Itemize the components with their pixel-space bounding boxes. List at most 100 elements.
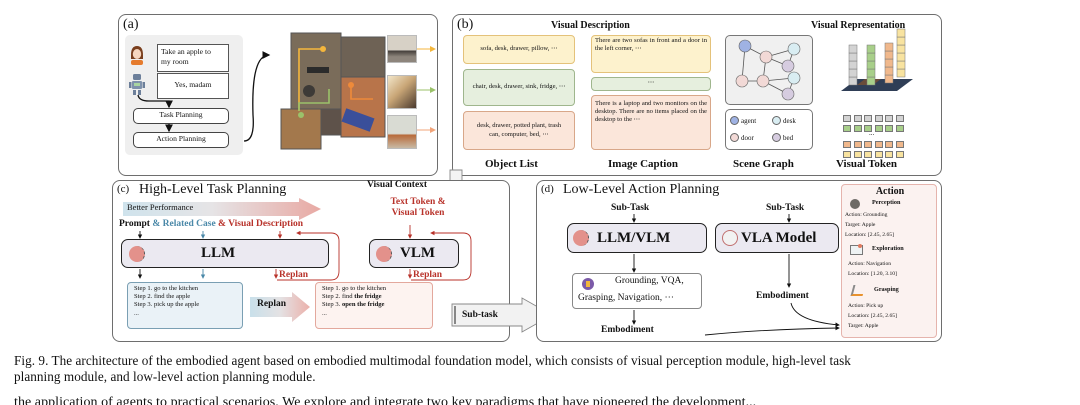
action-planning-box: Action Planning <box>133 132 229 148</box>
graph-node-bed <box>781 59 795 73</box>
panel-c-label: (c) <box>117 183 130 195</box>
token-cube <box>896 60 906 70</box>
token-cube <box>848 44 858 54</box>
token-square <box>853 115 862 122</box>
replan-label-vlm: Replan <box>413 270 443 280</box>
token-square <box>853 141 862 148</box>
woman-avatar-icon <box>129 45 145 65</box>
token-square <box>895 125 904 132</box>
body-text-line: the application of agents to practical s… <box>14 395 757 405</box>
panel-c: (c) High-Level Task Planning Visual Cont… <box>112 180 510 342</box>
action-group-perception: Perception <box>872 199 901 206</box>
step-line: Step 1. go to the kitchen <box>134 285 199 292</box>
task-planning-box: Task Planning <box>133 108 229 124</box>
step-line: ... <box>322 309 327 317</box>
token-square <box>895 141 904 148</box>
text-visual-token-label: Text Token & Visual Token <box>390 197 446 218</box>
token-cube <box>848 76 858 86</box>
token-square <box>874 141 883 148</box>
graph-node-door <box>759 50 773 64</box>
room-photo-office <box>387 115 417 149</box>
legend-door: door <box>730 133 754 142</box>
action-box: Action Perception Action: Grounding Targ… <box>841 184 937 338</box>
panel-d-title: Low-Level Action Planning <box>563 182 720 197</box>
token-square <box>874 125 883 132</box>
image-caption-title: Image Caption <box>608 158 678 170</box>
room-photo-kitchen <box>387 75 417 109</box>
llm-vlm-label: LLM/VLM <box>597 229 671 246</box>
token-square <box>853 125 862 132</box>
token-square <box>895 151 904 158</box>
graph-node-desk <box>787 42 801 56</box>
panel-d: (d) Low-Level Action Planning Sub-Task S… <box>536 180 942 342</box>
step-line: Step 3. pick up the apple <box>134 301 200 309</box>
floor-plan-map <box>280 32 386 150</box>
room-photo-living <box>387 35 417 63</box>
llm-box: LLM <box>121 239 329 268</box>
sub-task-label-1: Sub-Task <box>611 203 650 213</box>
token-cube <box>866 76 876 86</box>
sub-task-label-2: Sub-Task <box>766 203 805 213</box>
robot-message: Yes, madam <box>174 80 212 89</box>
embodiment-label-2: Embodiment <box>756 291 809 301</box>
object-list-item: chair, desk, drawer, sink, fridge, ⋯ <box>463 69 575 106</box>
brain-icon <box>573 230 589 246</box>
token-cube <box>884 58 894 68</box>
action-line: Location: [2.45, 2.65] <box>848 313 897 319</box>
replanned-steps: Step 1. go to the kitchen Step 2. find t… <box>315 282 433 329</box>
token-cube <box>896 36 906 46</box>
action-line: Action: Grounding <box>845 212 888 218</box>
vla-robot-icon <box>722 230 738 246</box>
panel-a-label: (a) <box>123 17 139 32</box>
subtask-arrow <box>451 297 553 333</box>
token-square <box>885 115 893 122</box>
token-square <box>885 151 893 158</box>
panel-d-arrows <box>631 214 840 336</box>
token-cube <box>848 52 858 62</box>
scene-graph-legend: agent desk door bed <box>725 109 813 150</box>
image-caption-item: ⋯ <box>591 77 711 91</box>
robot-arm-icon <box>850 285 866 296</box>
object-list-item: sofa, desk, drawer, pillow, ⋯ <box>463 35 575 64</box>
skills-line2: Grasping, Navigation, ⋯ <box>578 293 675 303</box>
token-square <box>885 141 893 148</box>
token-cube <box>848 60 858 70</box>
graph-node-desk <box>787 71 801 85</box>
token-cube <box>896 28 906 38</box>
step-line: ... <box>134 309 139 317</box>
token-cube <box>866 68 876 78</box>
foundation-model-icon <box>582 278 594 290</box>
replan-arrow <box>250 292 310 322</box>
prompt-label: Prompt & Related Case & Visual Descripti… <box>119 219 304 229</box>
subtask-arrow-label: Sub-task <box>462 310 498 320</box>
token-square <box>885 125 893 132</box>
action-group-exploration: Exploration <box>872 245 904 252</box>
token-square <box>895 115 904 122</box>
brain-icon <box>376 245 392 262</box>
vlm-label: VLM <box>400 245 435 261</box>
step-line: Step 2. find the apple <box>134 293 191 301</box>
user-message-line1: Take an apple to <box>161 47 211 56</box>
skills-line1: Grounding, VQA, <box>615 276 684 286</box>
graph-node-door <box>735 74 749 88</box>
token-cube <box>884 50 894 60</box>
figure-caption-line2: planning module, and low-level action pl… <box>14 369 316 384</box>
replan-label-llm: Replan <box>279 270 309 280</box>
llm-vlm-box: LLM/VLM <box>567 223 707 253</box>
image-caption-item: There is a laptop and two monitors on th… <box>591 95 711 150</box>
map-icon <box>850 244 863 255</box>
token-ellipsis: ... <box>869 129 875 137</box>
action-line: Location: [2.45, 2.65] <box>845 232 894 238</box>
legend-bed: bed <box>772 133 793 142</box>
token-cube <box>896 52 906 62</box>
token-square <box>864 151 872 158</box>
token-square <box>843 125 851 132</box>
token-cube <box>884 42 894 52</box>
vla-model-label: VLA Model <box>741 229 817 246</box>
token-cube <box>884 74 894 84</box>
user-speech-bubble: Take an apple to my room <box>157 44 229 72</box>
legend-desk: desk <box>772 116 796 125</box>
action-group-grasping: Grasping <box>874 286 899 293</box>
action-title: Action <box>875 186 905 197</box>
replan-arrow-label: Replan <box>257 299 287 309</box>
